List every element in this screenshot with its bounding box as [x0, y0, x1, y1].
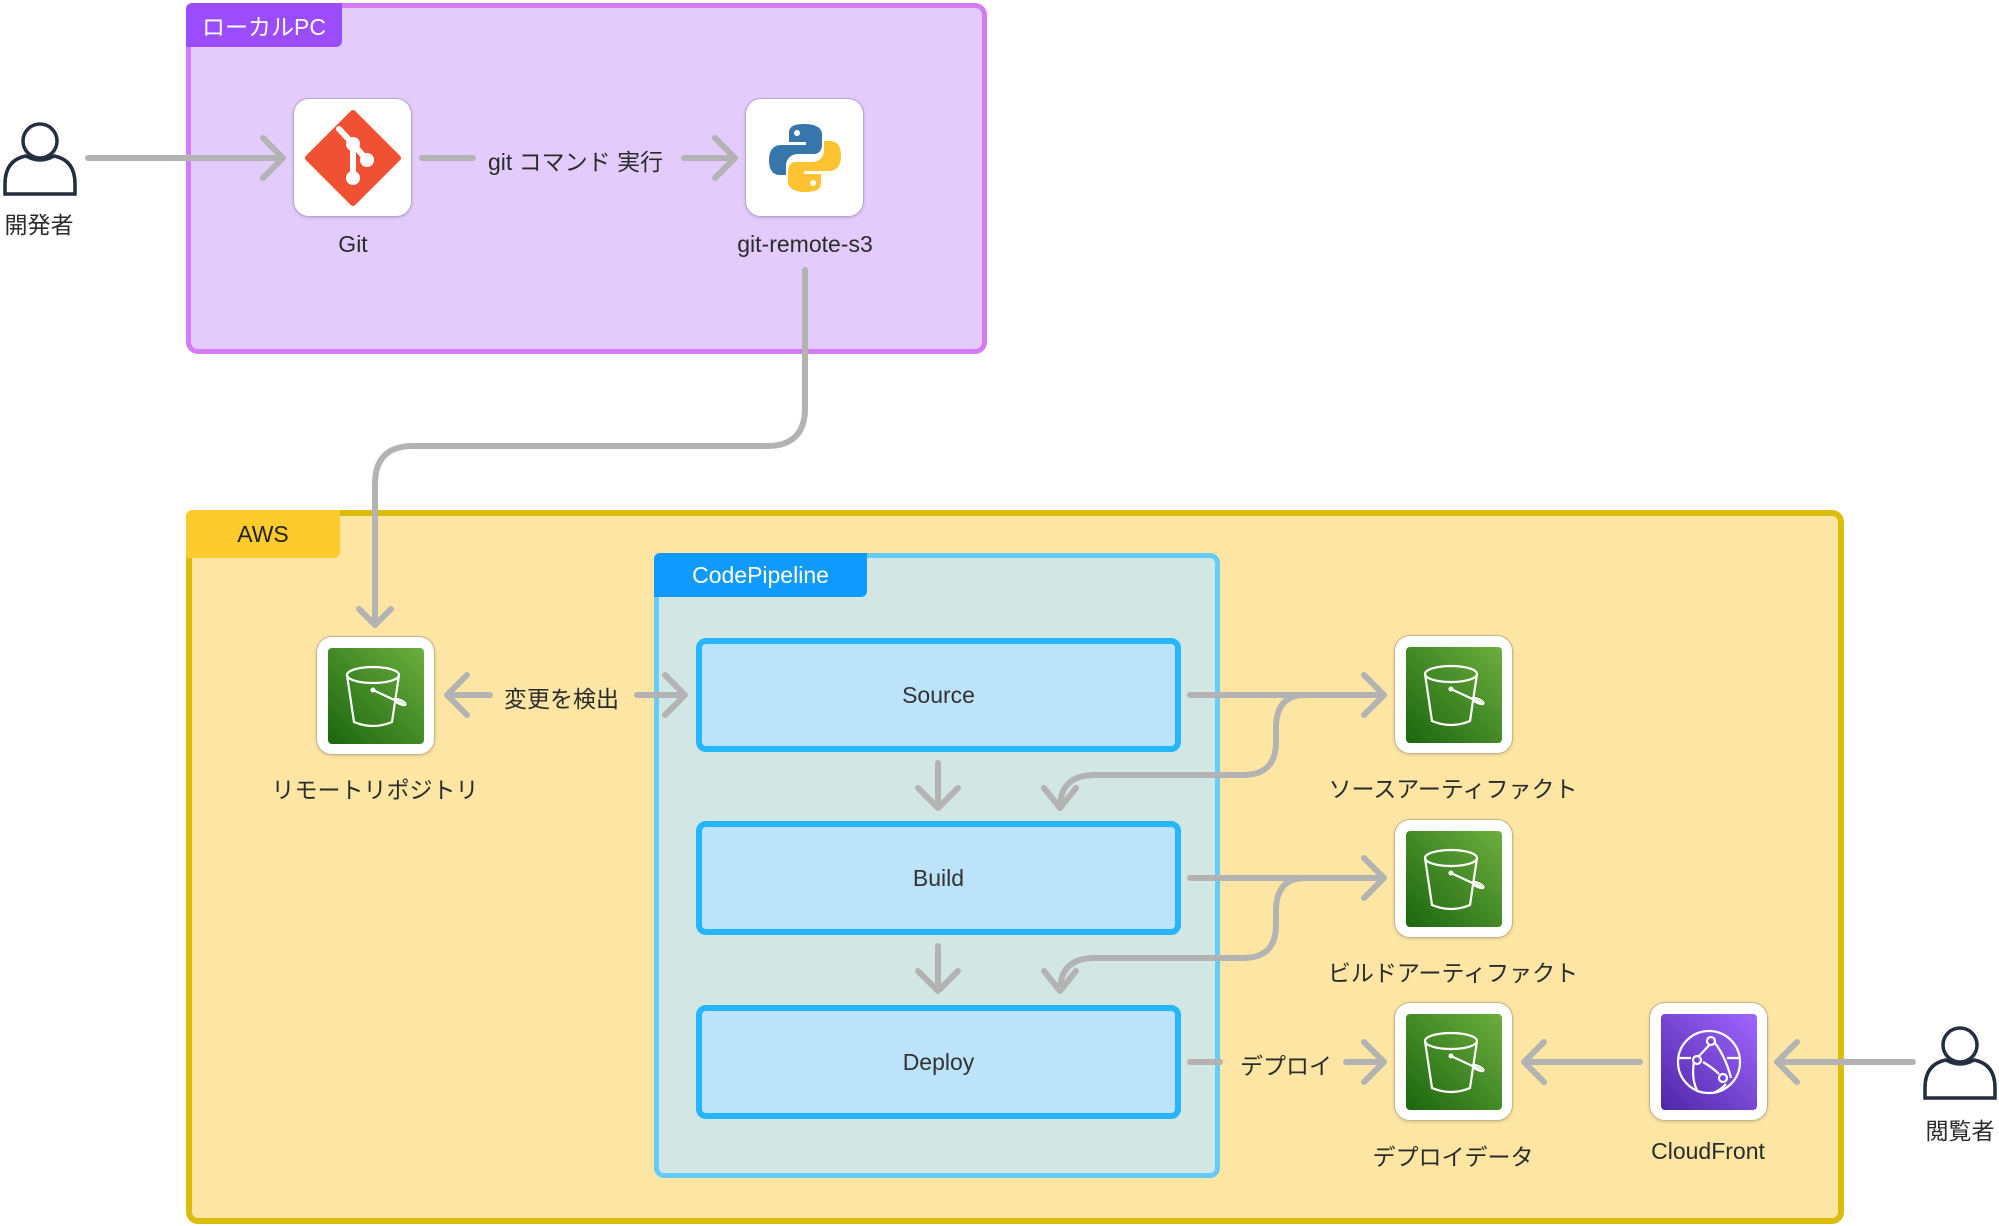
source-artifact-label: ソースアーティファクト [1328, 776, 1578, 802]
deploy-data-label: デプロイデータ [1372, 1144, 1534, 1170]
codepipeline-title: CodePipeline [654, 553, 867, 597]
git-logo-icon [304, 109, 401, 206]
edge-buildartifact-to-deploy [1041, 875, 1308, 994]
viewer-label: 閲覧者 [1925, 1118, 1995, 1144]
edge-viewer-cloudfront [1774, 1039, 1916, 1085]
edge-label-detect-change: 変更を検出 [500, 680, 623, 714]
edge-artifact-to-build [1041, 692, 1308, 811]
stage-deploy-label: Deploy [902, 1048, 975, 1075]
edge-label-git-command: git コマンド 実行 [484, 143, 668, 177]
developer-label: 開発者 [4, 212, 74, 238]
cloudfront-node[interactable] [1649, 1002, 1768, 1121]
stage-deploy[interactable]: Deploy [696, 1005, 1181, 1119]
edge-source-build [915, 760, 961, 811]
s3-bucket-icon [1405, 1013, 1502, 1110]
edge-label-deploy: デプロイ [1236, 1047, 1336, 1081]
git-node[interactable] [293, 98, 412, 217]
edge-cloudfront-deploydata [1521, 1039, 1643, 1085]
stage-build[interactable]: Build [696, 821, 1181, 935]
edge-git-python-b [681, 135, 738, 181]
s3-bucket-icon [1405, 646, 1502, 743]
git-label: Git [338, 231, 368, 257]
cloudfront-label: CloudFront [1651, 1138, 1765, 1164]
deploy-data-node[interactable] [1394, 1002, 1513, 1121]
aws-title: AWS [186, 510, 340, 558]
stage-build-label: Build [912, 864, 965, 891]
remote-repo-label: リモートリポジトリ [271, 777, 479, 803]
local-pc-title: ローカルPC [186, 3, 342, 47]
edge-build-deploy [915, 943, 961, 994]
stage-source-label: Source [902, 681, 975, 708]
developer-actor [2, 120, 78, 203]
edge-detect-right [634, 672, 688, 718]
edge-python-remote [356, 267, 808, 628]
git-remote-s3-node[interactable] [745, 98, 864, 217]
edge-detect-left [444, 672, 493, 718]
git-remote-s3-label: git-remote-s3 [737, 231, 873, 257]
edge-source-artifact [1187, 672, 1387, 718]
python-logo-icon [768, 123, 841, 192]
s3-bucket-icon [1405, 830, 1502, 927]
edge-developer-git [85, 135, 286, 181]
cloudfront-icon [1660, 1013, 1757, 1110]
stage-source[interactable]: Source [696, 638, 1181, 752]
user-icon [3, 122, 77, 196]
s3-bucket-icon [327, 647, 424, 744]
build-artifact-label: ビルドアーティファクト [1327, 960, 1579, 986]
source-artifact-node[interactable] [1394, 635, 1513, 754]
user-icon [1923, 1026, 1997, 1100]
remote-repo-node[interactable] [316, 636, 435, 755]
edge-deploy-b [1343, 1039, 1387, 1085]
viewer-actor [1922, 1024, 1998, 1107]
edge-build-artifact [1187, 855, 1387, 901]
build-artifact-node[interactable] [1394, 819, 1513, 938]
